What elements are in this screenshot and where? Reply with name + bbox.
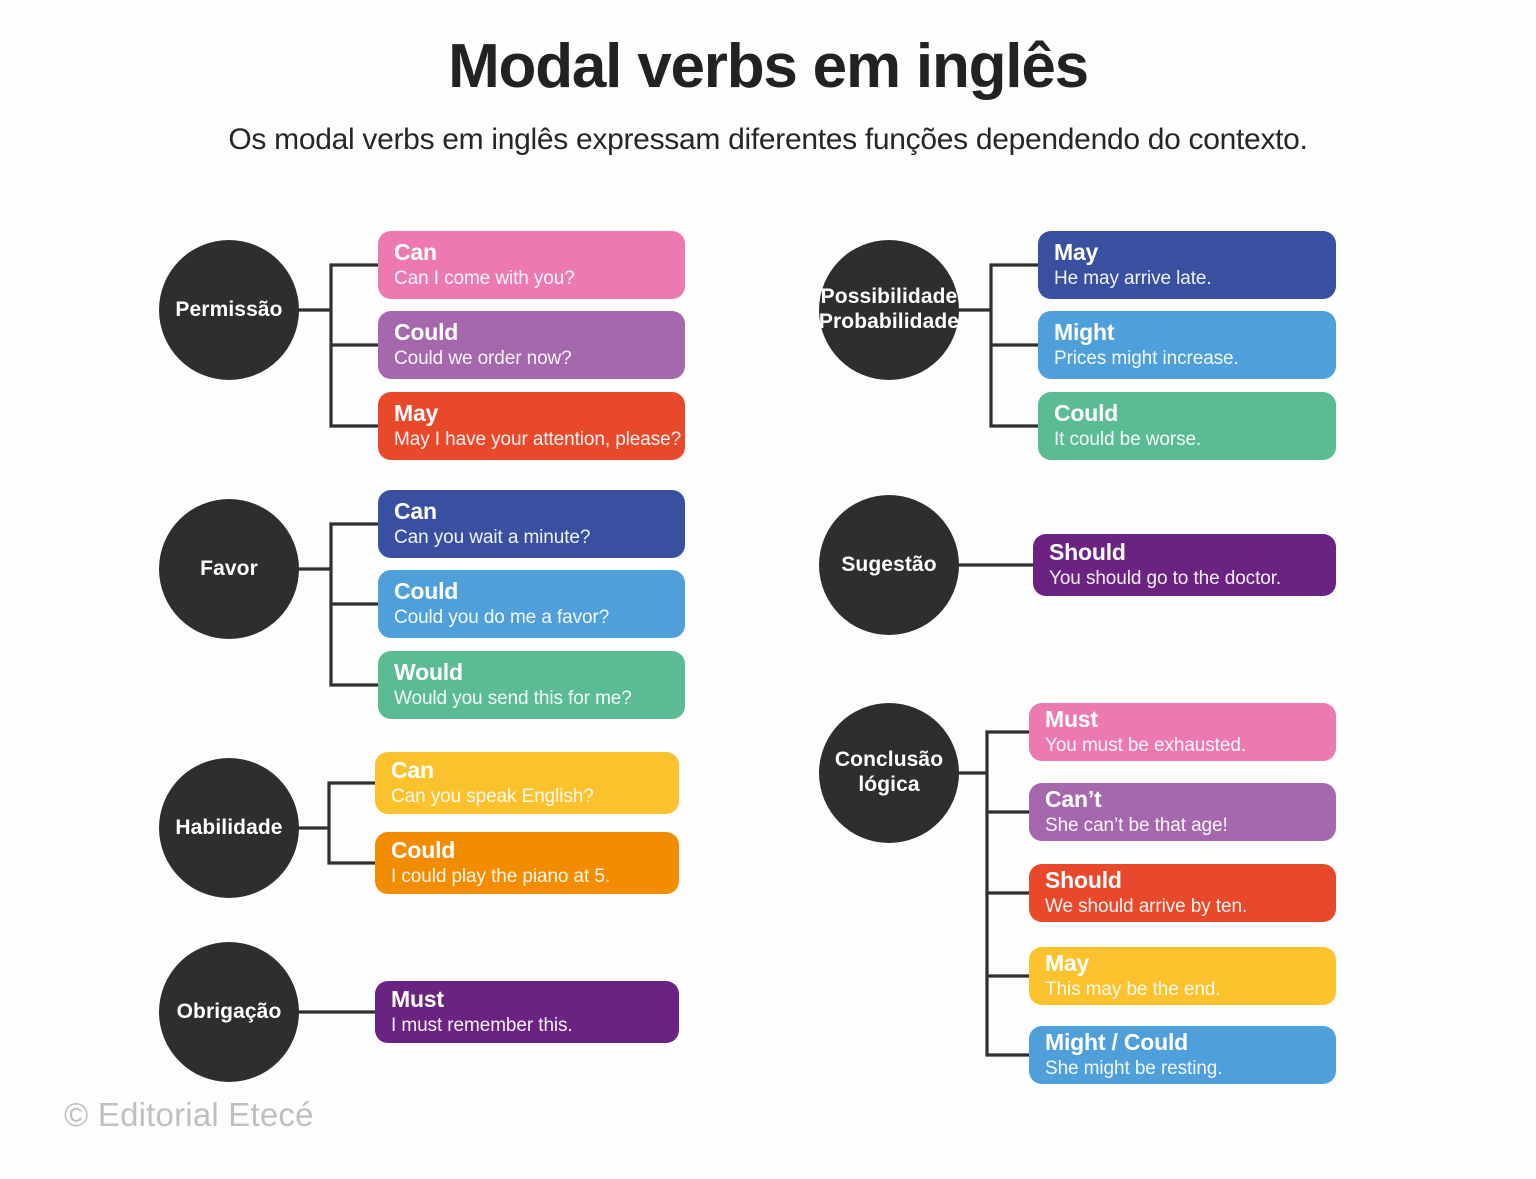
modal-card-example: She might be resting. bbox=[1045, 1057, 1223, 1079]
modal-card-example: You should go to the doctor. bbox=[1049, 567, 1282, 589]
page-subtitle: Os modal verbs em inglês expressam difer… bbox=[228, 123, 1308, 157]
group-node-label: Permissão bbox=[175, 297, 283, 321]
modal-card-title: Should bbox=[1045, 867, 1122, 894]
modal-card-example: Would you send this for me? bbox=[394, 687, 632, 709]
modal-card-title: Could bbox=[394, 319, 459, 346]
connector-favor bbox=[297, 522, 380, 687]
connector-habilidade bbox=[297, 781, 377, 865]
modal-card-title: Might bbox=[1054, 319, 1115, 346]
modal-card-example: We should arrive by ten. bbox=[1045, 895, 1248, 917]
modal-card-example: He may arrive late. bbox=[1054, 267, 1212, 289]
modal-card-title: Must bbox=[1045, 706, 1098, 733]
page-title: Modal verbs em inglês bbox=[448, 32, 1089, 101]
group-node-label: Possibilidade Probabilidade bbox=[818, 285, 960, 333]
modal-card-example: Can you wait a minute? bbox=[394, 526, 591, 548]
header: Modal verbs em inglês Os modal verbs em … bbox=[0, 34, 1536, 157]
modal-card-example: She can’t be that age! bbox=[1045, 814, 1228, 836]
group-node-sugestao[interactable]: Sugestão bbox=[819, 495, 959, 635]
modal-card-example: May I have your attention, please? bbox=[394, 428, 682, 450]
connector-possibilidade bbox=[957, 263, 1040, 428]
modal-card-title: Would bbox=[394, 659, 463, 686]
watermark: © Editorial Etecé bbox=[64, 1096, 314, 1133]
group-node-favor[interactable]: Favor bbox=[159, 499, 299, 639]
modal-card-title: Can’t bbox=[1045, 786, 1102, 813]
modal-card-title: Can bbox=[391, 757, 434, 784]
modal-card-example: Could you do me a favor? bbox=[394, 606, 610, 628]
modal-card-example: This may be the end. bbox=[1045, 978, 1221, 1000]
group-node-obrigacao[interactable]: Obrigação bbox=[159, 942, 299, 1082]
group-node-habilidade[interactable]: Habilidade bbox=[159, 758, 299, 898]
group-node-permissao[interactable]: Permissão bbox=[159, 240, 299, 380]
group-node-possibilidade[interactable]: Possibilidade Probabilidade bbox=[819, 240, 959, 380]
modal-card-title: May bbox=[1054, 239, 1099, 266]
modal-card-title: Must bbox=[391, 986, 444, 1013]
modal-card-example: I must remember this. bbox=[391, 1014, 573, 1036]
modal-card-title: Could bbox=[1054, 400, 1119, 427]
modal-card-example: Can you speak English? bbox=[391, 785, 594, 807]
modal-card-title: Can bbox=[394, 498, 437, 525]
modal-card-example: It could be worse. bbox=[1054, 428, 1202, 450]
modal-card-title: May bbox=[1045, 950, 1090, 977]
modal-card-title: Should bbox=[1049, 539, 1126, 566]
modal-card-title: May bbox=[394, 400, 439, 427]
group-node-label: Conclusão lógica bbox=[834, 748, 944, 796]
modal-card-title: Could bbox=[394, 578, 459, 605]
modal-card-title: Could bbox=[391, 837, 456, 864]
connector-permissao bbox=[297, 263, 380, 428]
group-node-label: Favor bbox=[200, 556, 258, 580]
modal-card-example: I could play the piano at 5. bbox=[391, 865, 611, 887]
group-node-label: Sugestão bbox=[841, 552, 937, 576]
group-node-label: Habilidade bbox=[175, 815, 283, 839]
group-node-conclusao[interactable]: Conclusão lógica bbox=[819, 703, 959, 843]
modal-card-example: You must be exhausted. bbox=[1045, 734, 1246, 756]
modal-card-title: Can bbox=[394, 239, 437, 266]
connector-conclusao bbox=[957, 730, 1031, 1057]
modal-card-title: Might / Could bbox=[1045, 1029, 1189, 1056]
modal-card-example: Could we order now? bbox=[394, 347, 572, 369]
modal-card-example: Can I come with you? bbox=[394, 267, 575, 289]
modal-card-example: Prices might increase. bbox=[1054, 347, 1239, 369]
group-node-label: Obrigação bbox=[176, 999, 282, 1023]
